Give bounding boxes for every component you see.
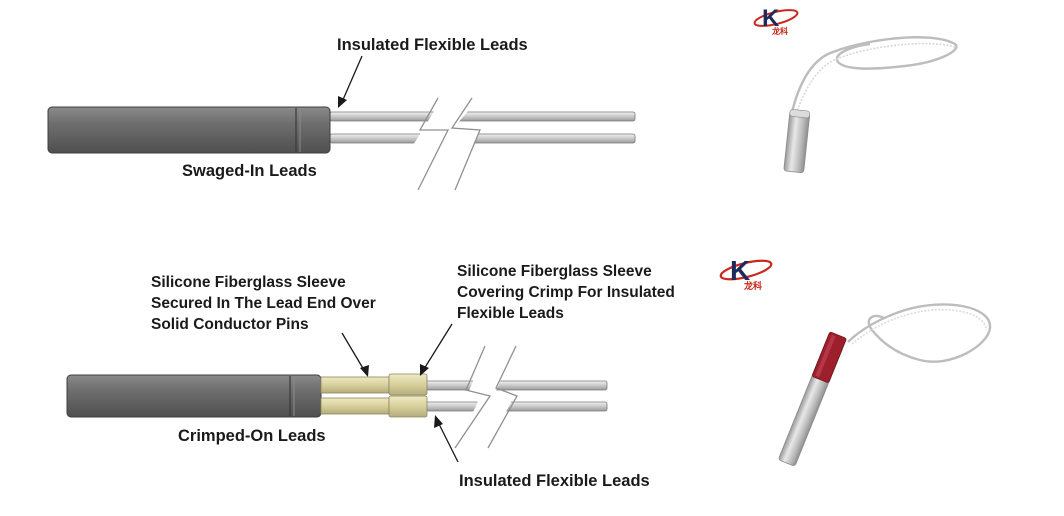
arrow-head: [434, 415, 443, 428]
photo-lead-wires: [848, 304, 990, 361]
label-crimped-on-leads: Crimped-On Leads: [178, 427, 326, 445]
arrow-head: [338, 96, 347, 108]
pointer-arrow-left-sleeve: [342, 333, 364, 370]
label-sleeve-left-line-3: Solid Conductor Pins: [151, 316, 309, 333]
sleeve-pins-lower: [321, 398, 389, 414]
logo-chinese: 龙科: [743, 280, 762, 291]
logo-chinese: 龙科: [771, 26, 788, 36]
lead-wire-upper: [420, 381, 607, 390]
label-sleeve-left-line-2: Secured In The Lead End Over: [151, 295, 376, 312]
pointer-arrow: [342, 56, 362, 102]
label-insulated-flexible-leads-bottom: Insulated Flexible Leads: [459, 472, 650, 490]
cartridge-heater-photo-top: [784, 37, 958, 173]
pointer-arrow-insulated: [438, 422, 458, 462]
photo-lead-wires-2: [852, 310, 986, 344]
lead-wire-lower: [330, 134, 635, 143]
brand-logo-top: K 龙科: [753, 5, 799, 36]
heater-sheath: [48, 107, 330, 153]
label-swaged-in-leads: Swaged-In Leads: [182, 162, 317, 180]
label-sleeve-right-line-2: Covering Crimp For Insulated: [457, 284, 675, 301]
crimped-on-leads-diagram: Silicone Fiberglass Sleeve Secured In Th…: [67, 263, 675, 490]
label-sleeve-left-line-1: Silicone Fiberglass Sleeve: [151, 274, 346, 291]
heater-sheath: [67, 375, 321, 417]
sleeve-pins-upper: [321, 377, 389, 393]
sleeve-crimp-lower: [389, 396, 427, 417]
swaged-in-leads-diagram: Insulated Flexible Leads Swaged-In Leads: [48, 36, 635, 190]
pointer-arrow-right-sleeve: [424, 324, 452, 369]
break-gap: [455, 350, 515, 448]
brand-logo-bottom: K 龙科: [719, 255, 773, 291]
label-sleeve-right-line-1: Silicone Fiberglass Sleeve: [457, 263, 652, 280]
label-insulated-flexible-leads: Insulated Flexible Leads: [337, 36, 528, 54]
sleeve-crimp-upper: [389, 374, 427, 395]
label-sleeve-right-line-3: Flexible Leads: [457, 305, 564, 322]
photo-heater-rod: [784, 111, 810, 173]
lead-wire-upper: [330, 112, 635, 121]
photo-lead-wires-2: [796, 44, 958, 114]
cartridge-heater-photo-bottom: [778, 304, 990, 466]
